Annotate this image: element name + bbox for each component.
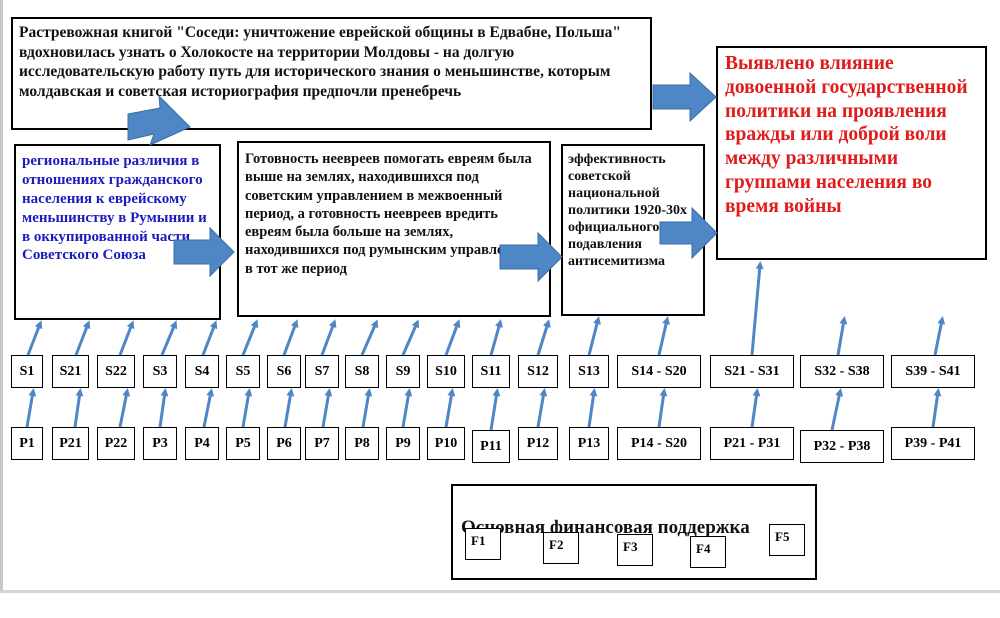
p-to-s-arrows <box>25 388 942 431</box>
s-label: S21 <box>52 355 89 388</box>
p-label: P12 <box>518 427 558 460</box>
p-label: P9 <box>386 427 420 460</box>
p-label: P32 - P38 <box>800 430 884 463</box>
s-label: S4 <box>185 355 219 388</box>
arrow-p-to-s <box>118 388 131 428</box>
arrow-s-to-box <box>118 320 135 356</box>
arrow-s-to-box <box>587 316 601 356</box>
arrow-p-to-s <box>931 388 942 428</box>
arrow-s-to-box <box>282 319 299 356</box>
s-label: S7 <box>305 355 339 388</box>
p-label: P39 - P41 <box>891 427 975 460</box>
arrow-s-to-box <box>401 319 420 356</box>
funding-item: F3 <box>617 534 653 566</box>
p-label: P14 - S20 <box>617 427 701 460</box>
arrow-s-to-box <box>74 320 91 356</box>
s-label: S8 <box>345 355 379 388</box>
arrow-s-to-box <box>160 320 178 356</box>
arrow-p-to-s <box>587 388 598 428</box>
arrow-s-to-box <box>750 261 764 356</box>
s-label: S11 <box>472 355 510 388</box>
arrow-s-to-box <box>536 319 551 356</box>
arrow-p-to-s <box>444 388 456 428</box>
result-box: Выявлено влияние довоенной государственн… <box>716 46 987 260</box>
s-label: S10 <box>427 355 465 388</box>
readiness-box: Готовность неевреев помогать евреям была… <box>237 141 551 317</box>
arrow-p-to-s <box>202 388 215 428</box>
funding-item: F4 <box>690 536 726 568</box>
regional-differences-box: региональные различия в отношениях гражд… <box>14 144 221 320</box>
p-label: P21 - P31 <box>710 427 794 460</box>
arrow-s-to-box <box>933 316 946 356</box>
p-label: P22 <box>97 427 135 460</box>
funding-item: F2 <box>543 532 579 564</box>
s-label: S21 - S31 <box>710 355 794 388</box>
s-label: S3 <box>143 355 177 388</box>
arrow-p-to-s <box>536 388 548 428</box>
arrow-s-to-box <box>360 319 379 356</box>
arrow-p-to-s <box>750 388 761 428</box>
s-label: S14 - S20 <box>617 355 701 388</box>
arrow-p-to-s <box>158 388 169 428</box>
soviet-policy-box: эффективность советской национальной пол… <box>561 144 705 316</box>
s-label: S5 <box>226 355 260 388</box>
arrow-p-to-s <box>657 388 668 428</box>
p-label: P6 <box>267 427 301 460</box>
arrow-p-to-s <box>241 388 253 428</box>
p-label: P5 <box>226 427 260 460</box>
s-label: S32 - S38 <box>800 355 884 388</box>
left-border <box>0 0 3 590</box>
arrow-p-to-s <box>73 388 84 428</box>
s-label: S13 <box>569 355 609 388</box>
funding-item: F1 <box>465 528 501 560</box>
arrow-p-to-s <box>401 388 413 428</box>
p-label: P7 <box>305 427 339 460</box>
block-arrow-intro-to-result <box>652 71 717 123</box>
arrow-s-to-box <box>657 316 671 356</box>
p-label: P3 <box>143 427 177 460</box>
arrow-p-to-s <box>321 388 333 428</box>
p-label: P8 <box>345 427 379 460</box>
bottom-border <box>0 590 1000 593</box>
funding-item: F5 <box>769 524 805 556</box>
p-label: P1 <box>11 427 43 460</box>
s-label: S12 <box>518 355 558 388</box>
arrow-p-to-s <box>25 388 37 428</box>
arrow-s-to-box <box>320 319 337 356</box>
arrow-s-to-box <box>241 319 259 356</box>
p-label: P10 <box>427 427 465 460</box>
p-label: P11 <box>472 430 510 463</box>
arrow-s-to-box <box>201 320 218 356</box>
arrow-p-to-s <box>489 388 501 431</box>
arrow-s-to-box <box>489 319 503 356</box>
s-label: S6 <box>267 355 301 388</box>
arrow-s-to-box <box>836 316 848 356</box>
p-label: P4 <box>185 427 219 460</box>
s-label: S1 <box>11 355 43 388</box>
s-label: S39 - S41 <box>891 355 975 388</box>
s-label: S22 <box>97 355 135 388</box>
p-label: P21 <box>52 427 89 460</box>
s-label: S9 <box>386 355 420 388</box>
arrow-s-to-box <box>444 319 461 356</box>
arrow-s-to-box <box>26 320 43 356</box>
arrow-p-to-s <box>830 388 844 431</box>
arrow-p-to-s <box>361 388 373 428</box>
intro-box: Растревожная книгой "Соседи: уничтожение… <box>11 17 652 130</box>
arrow-p-to-s <box>283 388 295 428</box>
p-label: P13 <box>569 427 609 460</box>
